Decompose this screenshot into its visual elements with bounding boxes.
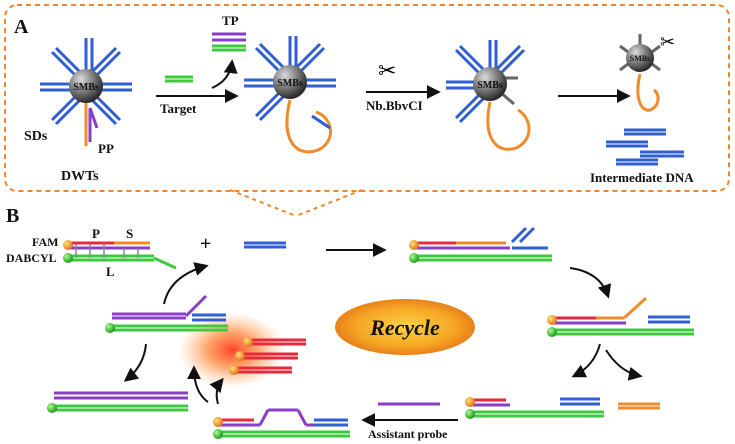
- initial-probe: [70, 241, 177, 270]
- panel-connector: [229, 189, 363, 217]
- smbs-bead: [69, 69, 103, 103]
- target-label: Target: [160, 101, 197, 116]
- l-label: L: [106, 264, 115, 279]
- arrow-b3b: [605, 349, 643, 381]
- scissors-icon: ✂: [660, 32, 675, 53]
- smbs-label: SMBs: [277, 78, 303, 89]
- arrow-b3: [571, 343, 601, 378]
- assistant-label: Assistant probe: [368, 427, 448, 441]
- fam-dot: [229, 365, 239, 375]
- released-s-strand: [618, 402, 660, 410]
- fam-dot: [243, 337, 253, 347]
- smbs-probe-2: SMBs: [244, 36, 336, 154]
- released-fam-strands: [236, 338, 306, 374]
- arrow-b2: [569, 267, 612, 299]
- dwts-label: DWTs: [61, 169, 99, 184]
- fam-label: FAM: [32, 235, 58, 249]
- smbs-bead: [273, 65, 307, 99]
- intermediate-label: Intermediate DNA: [590, 170, 694, 185]
- scissors-icon: ✂: [378, 59, 396, 84]
- fam-dot: [213, 417, 223, 427]
- panel-b-letter: B: [6, 205, 19, 227]
- blue-intermediate: [244, 241, 286, 249]
- panel-a-letter: A: [14, 16, 29, 38]
- dabcyl-dot: [465, 409, 475, 419]
- arrow-b5: [187, 365, 209, 403]
- smbs-label: SMBs: [73, 82, 99, 93]
- intermediate-dna: [606, 128, 684, 166]
- plus-sign: +: [200, 233, 211, 255]
- probe-state-3: [554, 296, 694, 336]
- arrow-b5b: [209, 377, 224, 405]
- probe-state-5: [220, 408, 350, 438]
- tp-duplex: [212, 32, 246, 52]
- smbs-label: SMBs: [630, 54, 650, 63]
- smbs-probe-4: SMBs ✂: [619, 32, 675, 112]
- tp-label: TP: [222, 13, 239, 28]
- dabcyl-dot: [47, 403, 57, 413]
- fam-dot: [465, 397, 475, 407]
- dabcyl-label: DABCYL: [6, 251, 57, 265]
- dabcyl-dot: [547, 327, 557, 337]
- tp-release-arrow: [211, 59, 238, 89]
- fam-dot: [63, 240, 73, 250]
- smbs-label: SMBs: [477, 80, 503, 91]
- pp-label: PP: [98, 141, 114, 156]
- smbs-probe-3: SMBs: [446, 40, 531, 151]
- recycle-label: Recycle: [369, 315, 440, 340]
- recycle-oval: [335, 299, 475, 355]
- s-label: S: [126, 226, 133, 241]
- fam-dot: [235, 351, 245, 361]
- probe-state-4: [472, 397, 604, 418]
- probe-state-7: [112, 294, 228, 332]
- arrow-b6: [123, 343, 147, 382]
- probe-state-2: [416, 226, 552, 262]
- dabcyl-dot: [63, 253, 73, 263]
- p-label: P: [92, 226, 100, 241]
- dabcyl-dot: [105, 323, 115, 333]
- purple-green-duplex: [54, 391, 188, 412]
- smbs-bead: [626, 44, 654, 72]
- fam-dot: [547, 315, 557, 325]
- enzyme-label: Nb.BbvCI: [366, 98, 423, 113]
- target-strand: [165, 75, 193, 83]
- fam-dot: [409, 240, 419, 250]
- dabcyl-dot: [213, 429, 223, 439]
- dabcyl-dot: [409, 253, 419, 263]
- sds-label: SDs: [24, 129, 48, 144]
- smbs-probe-1: SMBs: [40, 38, 132, 146]
- arrow-b7: [163, 262, 209, 305]
- smbs-bead: [473, 67, 507, 101]
